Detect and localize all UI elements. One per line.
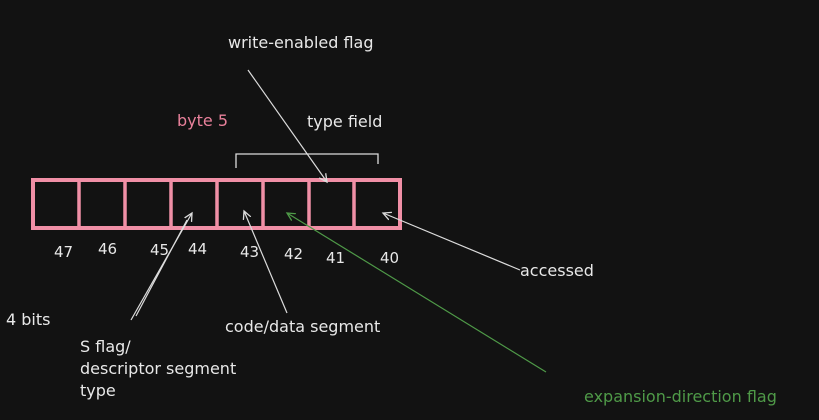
byte-label: byte 5 xyxy=(177,111,228,130)
expansion-direction-arrow xyxy=(287,213,547,373)
bit-number: 47 xyxy=(54,243,73,261)
bit-number: 43 xyxy=(240,243,259,261)
write-enabled-label: write-enabled flag xyxy=(228,33,374,52)
code-data-arrow xyxy=(244,211,288,314)
code-data-label: code/data segment xyxy=(225,317,380,336)
write-enabled-arrow xyxy=(247,69,327,182)
bit-numbers: 47 46 45 44 43 42 41 40 xyxy=(54,240,399,267)
bit-number: 40 xyxy=(380,249,399,267)
bit-number: 44 xyxy=(188,240,207,258)
bit-number: 46 xyxy=(98,240,117,258)
accessed-arrow xyxy=(383,213,521,271)
s-flag-label-line1: S flag/ xyxy=(80,337,131,356)
expansion-direction-label: expansion-direction flag xyxy=(584,387,777,406)
bit-number: 42 xyxy=(284,245,303,263)
byte-box xyxy=(31,178,402,230)
accessed-label: accessed xyxy=(520,261,594,280)
type-field-label: type field xyxy=(307,112,382,131)
bit-number: 41 xyxy=(326,249,345,267)
four-bits-label: 4 bits xyxy=(6,310,50,329)
s-flag-label-line3: type xyxy=(80,381,116,400)
type-field-bracket xyxy=(235,153,379,168)
bit-number: 45 xyxy=(150,241,169,259)
s-flag-arrow-second-stroke xyxy=(135,219,188,317)
s-flag-label-line2: descriptor segment xyxy=(80,359,236,378)
